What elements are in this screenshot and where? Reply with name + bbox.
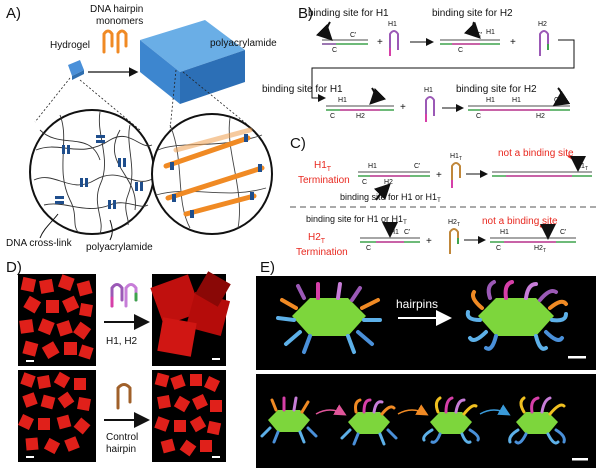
crosslink-pointer — [39, 213, 59, 239]
h1-label: H1 — [388, 21, 397, 28]
svg-text:H1: H1 — [500, 229, 509, 236]
h1t-hairpin-icon: H1T — [450, 153, 462, 188]
svg-text:C: C — [366, 245, 371, 252]
binding-site-h1-label: binding site for H1 — [308, 8, 389, 19]
micro-after-h1h2 — [150, 271, 231, 366]
hairpins-label: hairpins — [396, 297, 438, 311]
zoom-lines — [34, 69, 249, 131]
svg-text:C': C' — [560, 229, 566, 236]
control-label-1: Control — [106, 432, 138, 443]
svg-text:H2: H2 — [356, 113, 365, 120]
panel-d-letter: D) — [6, 259, 22, 276]
micro-before-control — [18, 370, 96, 462]
h2-hairpin-icon: H2 — [538, 21, 549, 56]
panel-b-letter: B) — [298, 5, 313, 22]
h1t-label: H1T — [314, 160, 332, 173]
c-duplex-2: H1 C C' — [360, 221, 420, 252]
h1t-termination-label: Termination — [298, 175, 350, 186]
not-binding-site-1: not a binding site — [498, 148, 574, 159]
svg-text:+: + — [400, 102, 406, 113]
svg-text:C: C — [458, 47, 463, 54]
svg-text:H1: H1 — [390, 229, 399, 236]
binding-site-h1-row2-label: binding site for H1 — [262, 84, 343, 95]
svg-text:+: + — [426, 236, 432, 247]
panel-a-letter: A) — [6, 5, 21, 22]
panel-c: C) H1T Termination H1 C H2 C' + H1T not … — [290, 135, 598, 258]
svg-text:H1: H1 — [338, 97, 347, 104]
h1-hairpin-icon-row2: H1 — [424, 87, 435, 122]
not-binding-site-2: not a binding site — [482, 216, 558, 227]
binding-site-h2-label: binding site for H2 — [432, 8, 513, 19]
h1h2-label: H1, H2 — [106, 336, 138, 347]
h2-label: H2 — [538, 21, 547, 28]
svg-text:H2T: H2T — [448, 219, 460, 228]
svg-text:C: C — [496, 245, 501, 252]
panel-e: E) — [256, 259, 596, 468]
crab-photo-top: hairpins — [256, 276, 596, 370]
svg-text:+: + — [436, 170, 442, 181]
small-hydrogel-cube — [68, 60, 84, 80]
micro-before-h1h2 — [18, 274, 96, 366]
panel-d: D) — [6, 259, 231, 462]
hairpin-monomers-icon — [102, 29, 128, 54]
h2t-hairpin-icon: H2T — [448, 219, 460, 254]
label-cprime: C' — [350, 32, 356, 39]
h2t-label: H2T — [308, 232, 326, 245]
svg-text:H2: H2 — [536, 113, 545, 120]
binding-site-h2-row2-label: binding site for H2 — [456, 84, 537, 95]
svg-text:H1: H1 — [486, 29, 495, 36]
hairpin-monomers-label-1: DNA hairpin — [90, 4, 143, 15]
binding-h1-or-h1t-a: binding site for H1 or H1T — [340, 192, 441, 204]
c-duplex-2b: H1 C H2T C' — [490, 223, 576, 254]
control-hairpin-icon — [116, 383, 132, 410]
duplex-row2-b: H1 H1 C H2 C' — [468, 87, 571, 120]
panel-a: A) Hydrogel DNA hairpin monomers polyacr… — [6, 4, 277, 253]
binding-h1-or-h1t-b: binding site for H1 or H1T — [306, 214, 407, 226]
panel-c-letter: C) — [290, 135, 306, 152]
control-label-2: hairpin — [106, 444, 136, 455]
plus-sign: + — [377, 37, 383, 48]
duplex-row2: H1 C H2 C' — [326, 87, 394, 120]
polyacrylamide-pointer — [109, 219, 113, 241]
svg-text:C': C' — [414, 163, 420, 170]
crosslink-network-circle — [29, 109, 155, 235]
dna-crosslink-label: DNA cross-link — [6, 238, 73, 249]
svg-text:H1: H1 — [424, 87, 433, 94]
duplex-row1: C C' — [315, 21, 368, 54]
micro-after-control — [152, 370, 226, 462]
svg-text:C: C — [362, 179, 367, 186]
svg-text:H1: H1 — [486, 97, 495, 104]
hydrogel-label: Hydrogel — [50, 40, 90, 51]
label-c: C — [332, 47, 337, 54]
svg-text:H1T: H1T — [450, 153, 462, 162]
svg-text:C: C — [330, 113, 335, 120]
cycle-connector — [311, 39, 575, 102]
polyacrylamide-top-label: polyacrylamide — [210, 38, 277, 49]
c-duplex-1b: H1T — [492, 155, 592, 177]
polyacrylamide-bottom-label: polyacrylamide — [86, 242, 153, 253]
h1-hairpin-icon: H1 — [388, 21, 399, 56]
h1h2-hairpins-icon — [110, 283, 138, 308]
crab-photo-bottom — [256, 374, 596, 468]
svg-text:H2: H2 — [384, 179, 393, 186]
svg-text:C: C — [476, 113, 481, 120]
hairpin-monomers-label-2: monomers — [96, 16, 143, 27]
c-duplex-1: H1 C H2 C' — [358, 163, 430, 201]
large-hydrogel-block — [140, 20, 245, 104]
svg-text:H2T: H2T — [534, 245, 546, 254]
svg-text:H1: H1 — [512, 97, 521, 104]
svg-text:H1: H1 — [368, 163, 377, 170]
panel-b: B) binding site for H1 binding site for … — [262, 5, 575, 122]
svg-text:+: + — [510, 37, 516, 48]
svg-text:C': C' — [404, 229, 410, 236]
h2t-termination-label: Termination — [296, 247, 348, 258]
extended-network-circle — [151, 113, 273, 235]
panel-e-letter: E) — [260, 259, 275, 276]
duplex-row1-b: C C' H1 — [440, 21, 500, 54]
